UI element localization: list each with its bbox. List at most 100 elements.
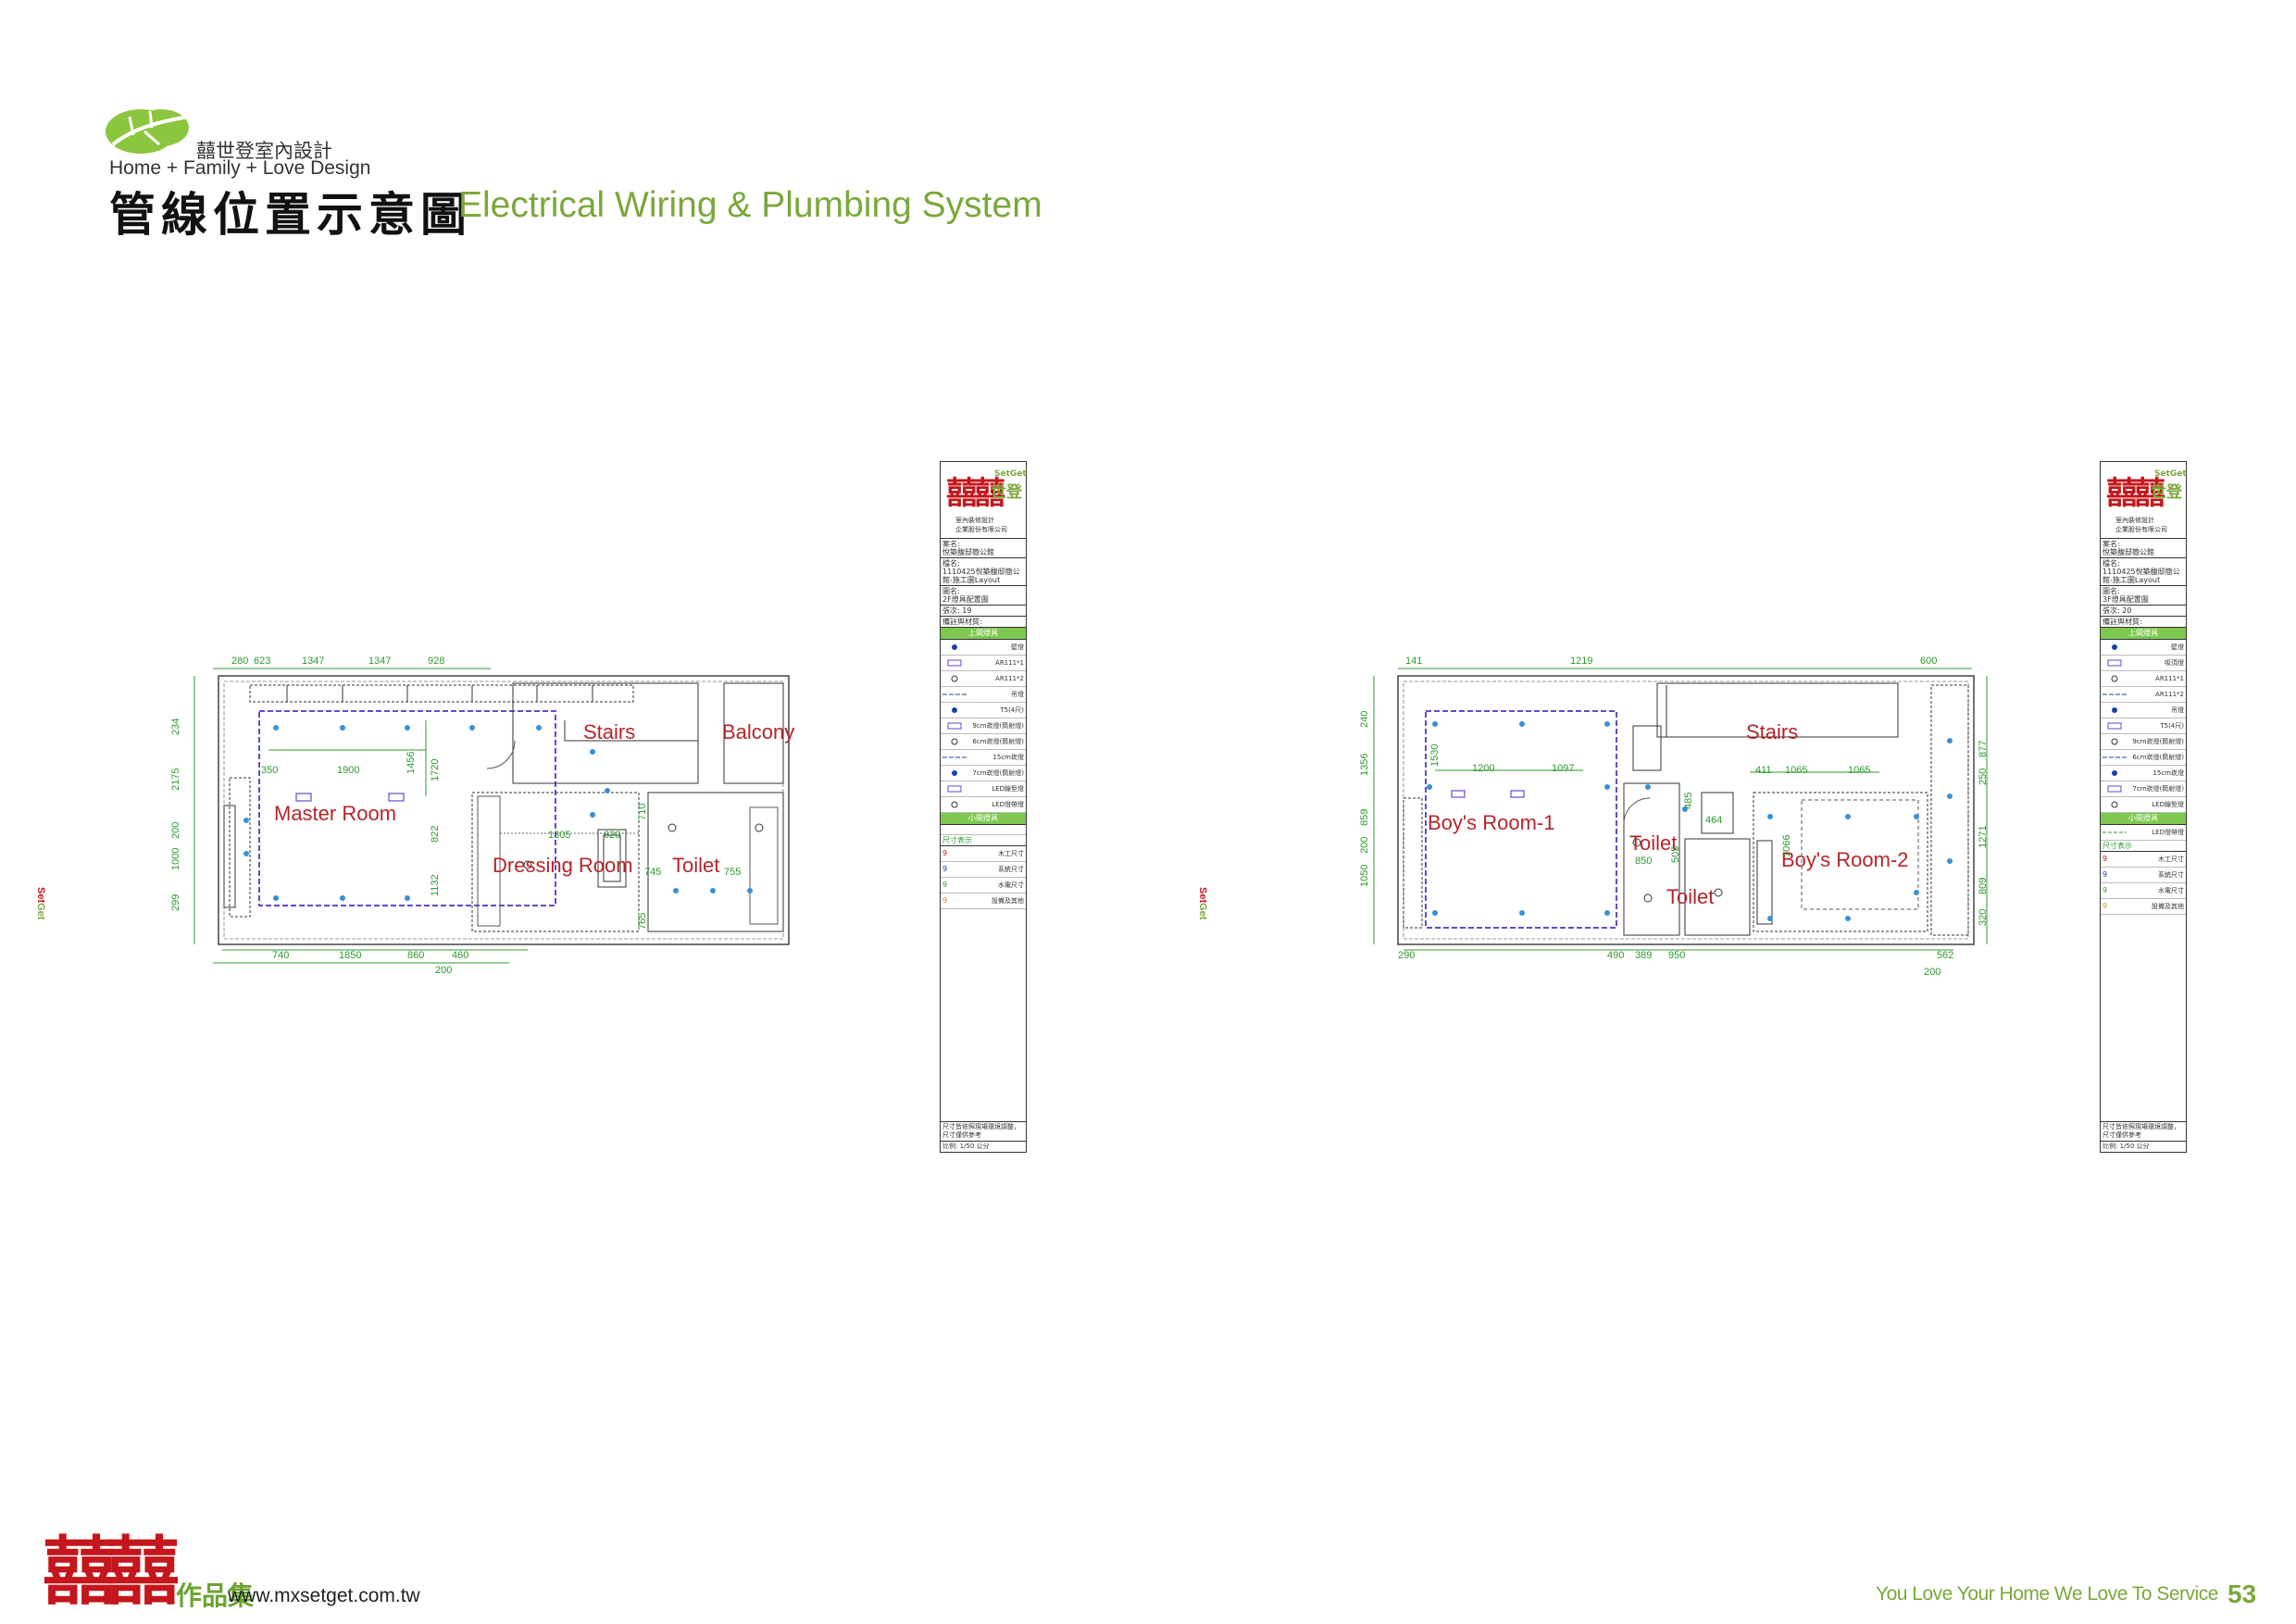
dim-left: 1356 <box>1359 753 1370 776</box>
dim-section: 尺寸表示 <box>2101 841 2186 852</box>
legend-item: 吊燈 <box>2101 703 2186 718</box>
dim-inner: 710 <box>637 803 648 820</box>
room-toilet: Toilet <box>672 854 720 877</box>
title-block-foot: 尺寸皆依照現場環境調整，尺寸僅供參考 比例: 1/50 公分 <box>2101 1121 2186 1152</box>
dim-legend-label: 水電尺寸 <box>998 881 1024 889</box>
section-lower: 小間燈具 <box>2101 813 2186 825</box>
dim-section: 尺寸表示 <box>941 835 1026 846</box>
dim-bottom: 460 <box>452 950 469 961</box>
section-lower: 小間燈具 <box>941 813 1026 825</box>
fixture-symbol-icon <box>942 753 967 762</box>
legend-item: 15cm崁燈 <box>2101 766 2186 781</box>
dim-left: 299 <box>170 893 181 911</box>
dim-left: 859 <box>1359 808 1370 826</box>
legend-item: AR111*1 <box>2101 671 2186 687</box>
room-boys-2: Boy's Room-2 <box>1781 848 1909 871</box>
legend-label: LED線型燈 <box>992 785 1024 793</box>
legend-label: AR111*2 <box>995 675 1024 682</box>
brand-sub: 室內裝修設計企業股份有限公司 <box>955 517 1007 533</box>
dim-right: 250 <box>1978 768 1989 785</box>
foot-scale: 比例: 1/50 公分 <box>942 1143 990 1150</box>
led-strip-symbol-icon <box>2103 828 2127 837</box>
number-field: 張次: 20 <box>2101 606 2186 617</box>
legend-label: 6cm崁燈(筒射燈) <box>972 738 1024 745</box>
dim-inner: 822 <box>430 825 441 843</box>
case-field: 案名:悅築馥邸簡公館 <box>2101 539 2186 558</box>
dim-bottom: 1850 <box>339 950 362 961</box>
side-brand-left: SetGet <box>35 887 46 920</box>
legend-label: T5(4尺) <box>1000 706 1024 714</box>
dim-inner: 464 <box>1705 815 1723 826</box>
brand-sub: 室內裝修設計企業股份有限公司 <box>2115 517 2167 533</box>
legend-label: AR111*1 <box>995 659 1024 667</box>
tagline: Home + Family + Love Design <box>109 157 371 179</box>
dim-inner: 1530 <box>1429 743 1441 767</box>
dim-left: 1050 <box>1359 864 1370 887</box>
dimension-marker-icon: 9 <box>942 881 948 889</box>
floor-plan-left-drawing <box>193 668 790 964</box>
dimension-marker-icon: 9 <box>2103 855 2108 863</box>
legend-label: AR111*1 <box>2155 675 2184 682</box>
footer-xi-logo: 囍囍 <box>43 1528 180 1615</box>
dim-legend-label: 設備及其他 <box>992 897 1024 905</box>
footer-portfolio: 作品集 <box>176 1580 255 1611</box>
fixture-symbol-icon <box>942 768 967 778</box>
dim-bottom: 860 <box>407 950 425 961</box>
dim-bottom: 389 <box>1635 950 1653 961</box>
brand-en: SetGet <box>994 469 1027 479</box>
fixture-symbol-icon <box>942 643 967 652</box>
legend-item: 7cm崁燈(筒射燈) <box>941 766 1026 781</box>
fixture-symbol-icon <box>2103 800 2127 809</box>
title-block-left: 囍囍 SetGet 世登 室內裝修設計企業股份有限公司 案名:悅築馥邸簡公館 檔… <box>940 461 1027 1153</box>
file-field: 檔名:1110425悅築馥邸簡公館-施工圖Layout <box>2101 558 2186 586</box>
title-block-brand: 囍囍 SetGet 世登 室內裝修設計企業股份有限公司 <box>941 462 1027 539</box>
legend-label: 9cm崁燈(筒射燈) <box>972 722 1024 730</box>
fixture-symbol-icon <box>942 690 967 699</box>
dim-bottom: 562 <box>1937 950 1954 961</box>
footer-url-link[interactable]: www.mxsetget.com.tw <box>228 1585 420 1606</box>
dim-inner: 745 <box>644 867 662 878</box>
dim-left: 2175 <box>170 768 181 791</box>
dim-legend-label: 系統尺寸 <box>998 866 1024 873</box>
dim-right: 320 <box>1978 908 1989 926</box>
dim-top: 280 <box>231 656 249 667</box>
fixture-symbol-icon <box>942 674 967 683</box>
fixture-symbol-icon <box>942 737 967 746</box>
dim-left: 234 <box>170 718 181 735</box>
brand-zh: 世登 <box>991 483 1022 502</box>
legend-item: AR111*2 <box>2101 687 2186 703</box>
dim-legend-item: 9 水電尺寸 <box>941 878 1026 893</box>
dim-top: 141 <box>1405 656 1423 667</box>
legend-label: LED燈帶燈 <box>992 801 1024 808</box>
dim-inner: 1066 <box>1781 834 1792 857</box>
dim-right: 877 <box>1978 740 1989 757</box>
dim-legend-label: 木工尺寸 <box>998 850 1024 857</box>
title-block-foot: 尺寸皆依照現場環境調整，尺寸僅供參考 比例: 1/50 公分 <box>941 1121 1026 1152</box>
side-brand-right: SetGet <box>1197 887 1208 920</box>
dimension-marker-icon: 9 <box>2103 902 2108 910</box>
legend-item: 6cm崁燈(筒射燈) <box>2101 750 2186 766</box>
case-field: 案名:悅築馥邸簡公館 <box>941 539 1026 558</box>
footer-slogan: You Love Your Home We Love To Service <box>1876 1583 2218 1605</box>
legend-item: LED線型燈 <box>2101 797 2186 813</box>
dim-bottom: 950 <box>1668 950 1686 961</box>
legend-item: 吸頂燈 <box>2101 656 2186 671</box>
legend-label: T5(4尺) <box>2160 722 2184 730</box>
fixture-symbol-icon <box>2103 658 2127 668</box>
dim-inner: 1305 <box>548 830 571 841</box>
dim-inner: 1200 <box>1472 763 1495 774</box>
legend-label: AR111*2 <box>2155 691 2184 698</box>
legend-label: 7cm崁燈(筒射燈) <box>2132 785 2184 793</box>
room-master: Master Room <box>274 802 397 825</box>
dimension-marker-icon: 9 <box>2103 886 2108 894</box>
legend-label: 15cm崁燈 <box>2152 769 2184 777</box>
dim-inner: 755 <box>724 867 742 878</box>
section-upper: 上間燈具 <box>2101 628 2186 640</box>
legend-item: AR111*1 <box>941 656 1026 671</box>
dim-bottom: 740 <box>272 950 290 961</box>
legend-item: T5(4尺) <box>941 703 1026 718</box>
